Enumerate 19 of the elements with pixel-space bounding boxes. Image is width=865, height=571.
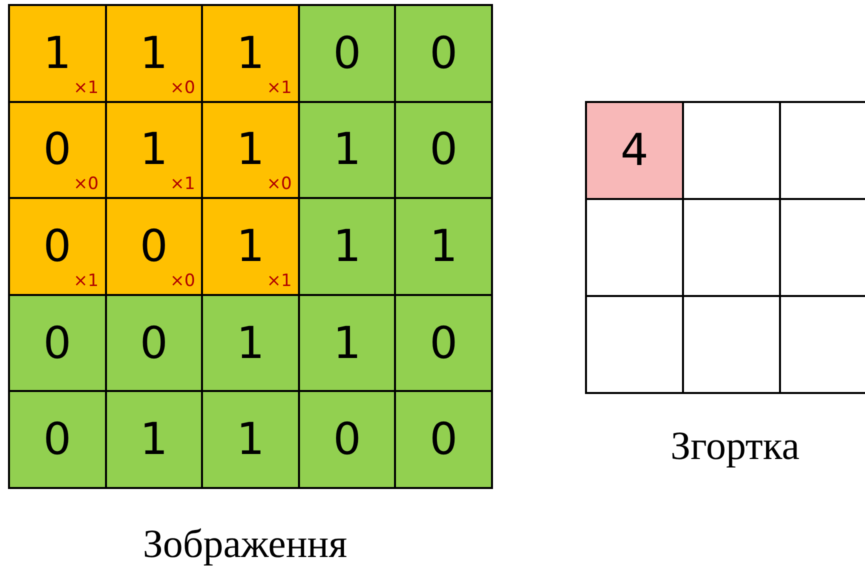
matrix-cell: 0 [396, 6, 493, 103]
matrix-cell: 0 [300, 6, 396, 103]
matrix-cell: 0 [10, 296, 107, 392]
matrix-cell: 0 [396, 102, 493, 200]
caption: Зображення [142, 520, 348, 567]
matrix-cell: 0 [10, 392, 107, 489]
matrix-cell: 1 [300, 102, 396, 200]
matrix-cell: 1 [203, 392, 300, 489]
matrix-cell: 1 [396, 199, 493, 296]
matrix-cell: 4 [587, 103, 684, 200]
matrix-cell: 1 [106, 392, 204, 489]
caption: Згортка [670, 422, 800, 469]
matrix-cell: 0 [300, 392, 396, 489]
matrix-cell: 1 [203, 296, 300, 392]
matrix-cell: 1 [300, 296, 396, 392]
matrix-cell: 0 [396, 392, 493, 489]
matrix-cell: 0 [396, 296, 493, 392]
matrix-cell: 1 [300, 199, 396, 296]
matrix-cell: 0 [106, 296, 204, 392]
